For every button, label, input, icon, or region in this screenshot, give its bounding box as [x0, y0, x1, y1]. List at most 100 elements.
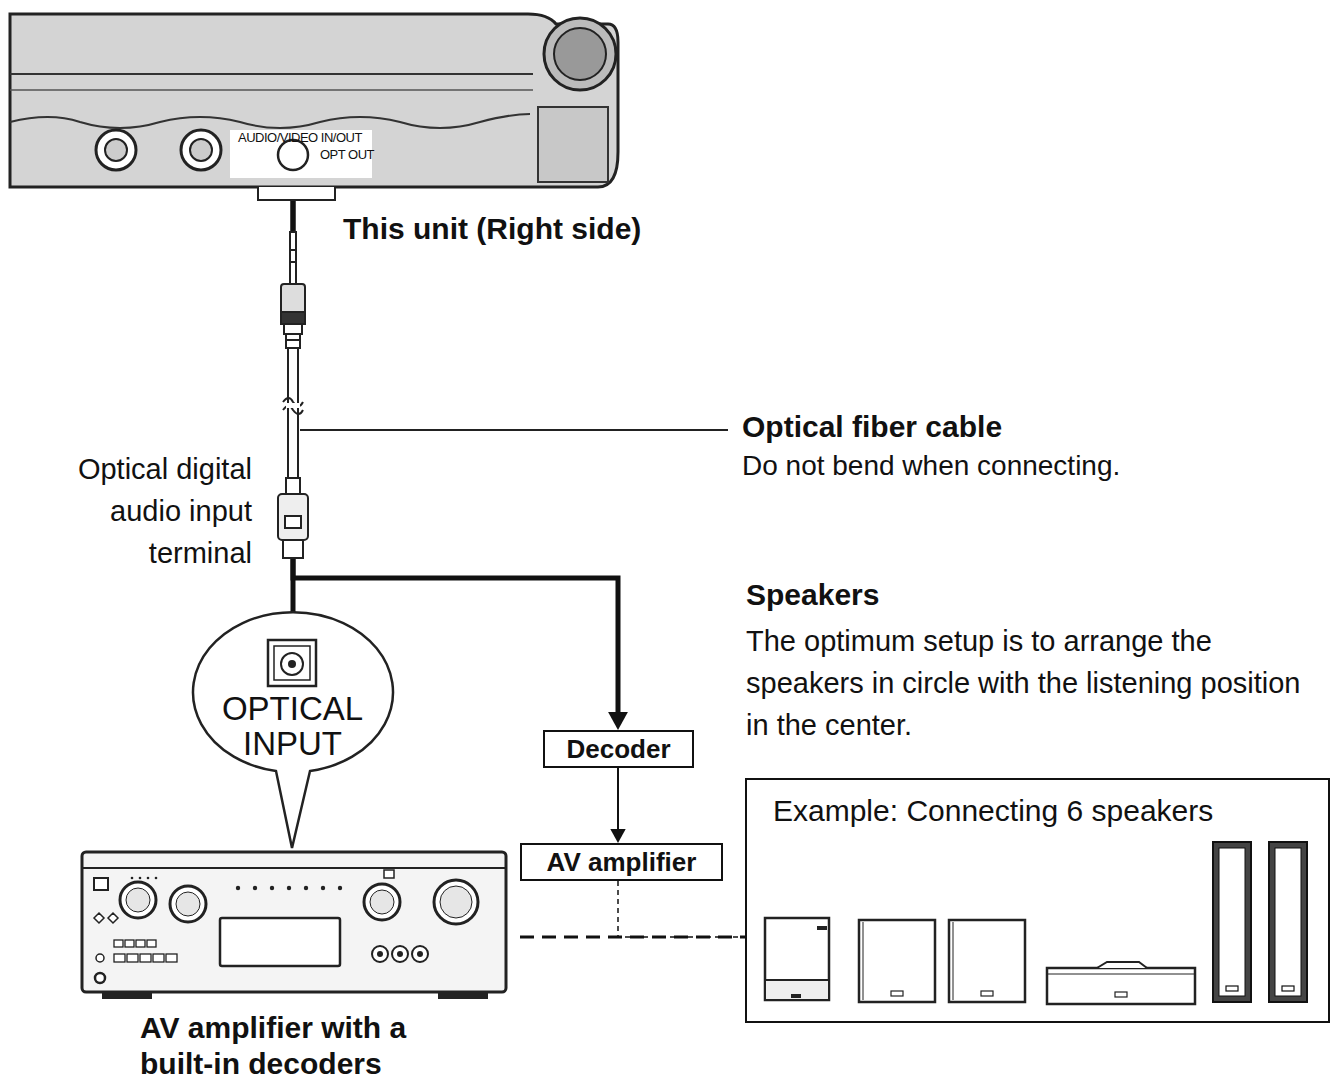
button	[127, 954, 138, 962]
node-text: AV amplifier	[522, 847, 721, 878]
mini-plug	[281, 232, 305, 480]
center-speaker	[1047, 974, 1195, 975]
jack	[397, 951, 403, 957]
tower-speaker	[1269, 842, 1307, 1002]
cable-slot	[258, 187, 335, 200]
headphone-jack	[95, 973, 105, 983]
jack	[392, 946, 408, 962]
indicator-dot	[304, 886, 308, 890]
button	[140, 954, 151, 962]
connector	[520, 937, 745, 938]
speakers-note: The optimum setup is to arrange the spea…	[746, 620, 1321, 746]
arrowhead	[610, 829, 625, 843]
terminal-label: Optical digital audio input terminal	[20, 448, 252, 574]
hinge-knob	[554, 28, 606, 80]
indicator-dot	[155, 877, 158, 880]
amp-foot	[438, 991, 488, 999]
indicator-dot	[287, 886, 291, 890]
center-speaker	[1115, 992, 1127, 997]
connector-line	[617, 768, 619, 831]
knob	[370, 890, 394, 914]
node-text: OPTICAL INPUT	[202, 692, 383, 761]
surround-speaker	[859, 920, 935, 1002]
unit-drawing	[8, 12, 620, 200]
av-amplifier-illustration: AV amplifier with a built-in decoders	[80, 848, 520, 1000]
jack	[190, 139, 212, 161]
knob	[434, 880, 478, 924]
amplifier-drawing	[80, 848, 520, 1000]
optical-input-bubble: OPTICAL INPUT	[190, 612, 395, 777]
tower-speaker	[1213, 842, 1251, 1002]
indicator-dot	[321, 886, 325, 890]
amp-trim	[82, 867, 506, 869]
power-button	[94, 878, 108, 890]
connector-line	[618, 881, 745, 937]
subwoofer	[765, 980, 829, 1000]
cable-name: Optical fiber cable	[742, 410, 1002, 444]
center-speaker	[1097, 962, 1147, 968]
surround-speaker	[891, 991, 903, 996]
knob	[364, 884, 400, 920]
button	[114, 954, 125, 962]
node-text: Decoder	[545, 734, 692, 765]
jack	[377, 951, 383, 957]
tower-speaker	[1275, 848, 1301, 996]
jack	[412, 946, 428, 962]
optical-port-icon	[274, 646, 310, 680]
unit-housing: This unit (Right side)	[8, 12, 620, 200]
button	[94, 913, 118, 923]
indicator-dot	[147, 877, 150, 880]
tower-speaker	[1226, 986, 1238, 991]
callout-bubble	[193, 612, 393, 848]
amp-body	[82, 852, 506, 992]
subwoofer	[817, 926, 827, 930]
indicator-dot	[131, 877, 134, 880]
jack	[96, 130, 136, 170]
arrowhead	[608, 712, 628, 730]
optical-port-icon	[288, 660, 296, 668]
side-panel	[538, 107, 608, 182]
tower-speaker	[1219, 848, 1245, 996]
button	[147, 940, 156, 947]
optical-port-icon	[281, 653, 303, 675]
seam	[10, 73, 533, 75]
node-text: AV amplifier with a built-in decoders	[140, 1010, 440, 1082]
indicator	[384, 870, 394, 878]
tower-speaker	[1282, 986, 1294, 991]
amplifier-box: AV amplifier	[520, 843, 723, 881]
leader-line	[300, 429, 728, 431]
node-text: Example: Connecting 6 speakers	[773, 794, 1213, 828]
subwoofer	[765, 918, 829, 1000]
speakers-heading: Speakers	[746, 578, 879, 612]
jack	[105, 139, 127, 161]
button	[166, 954, 177, 962]
display	[220, 918, 340, 966]
surround-speaker	[981, 991, 993, 996]
button	[125, 940, 134, 947]
housing-outline	[10, 14, 618, 187]
knob	[120, 882, 156, 918]
jack	[372, 946, 388, 962]
connector	[610, 768, 625, 843]
indicator-dot	[236, 886, 240, 890]
knob	[126, 888, 150, 912]
indicator-dot	[139, 877, 142, 880]
knob	[170, 886, 206, 922]
indicator-dot	[270, 886, 274, 890]
wavy-edge	[10, 114, 530, 128]
button	[136, 940, 145, 947]
cable-note: Do not bend when connecting.	[742, 450, 1120, 482]
button	[96, 954, 104, 962]
node-text: This unit (Right side)	[343, 212, 641, 246]
subwoofer	[791, 994, 801, 998]
connector	[618, 881, 745, 937]
amp-foot	[102, 991, 152, 999]
port-label: OPT OUT	[320, 147, 374, 162]
button	[153, 954, 164, 962]
indicator-dot	[253, 886, 257, 890]
port-label: AUDIO/VIDEO IN/OUT	[238, 130, 362, 145]
surround-speaker	[949, 920, 1025, 1002]
connector-line	[520, 936, 745, 939]
seam	[10, 89, 533, 91]
jack	[417, 951, 423, 957]
